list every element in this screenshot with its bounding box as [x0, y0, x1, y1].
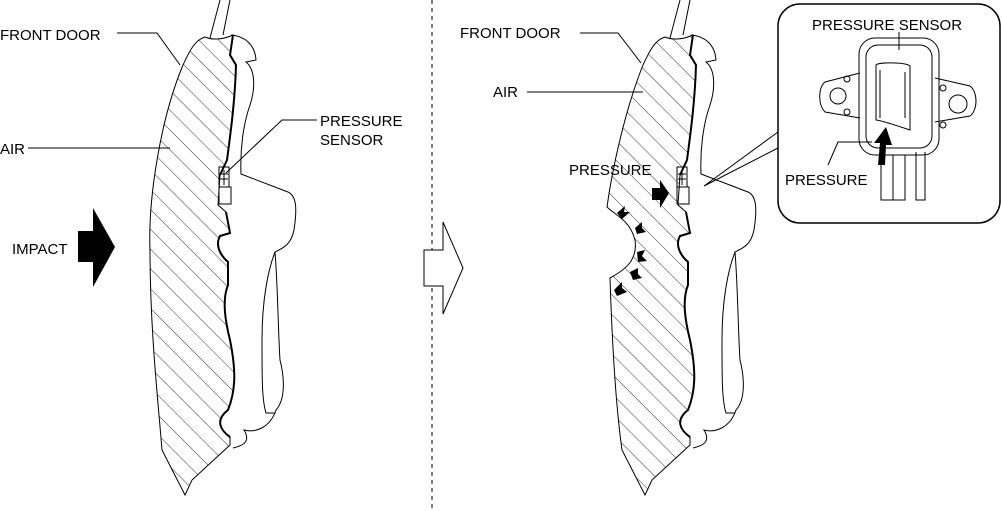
air-label: AIR: [0, 141, 25, 158]
front-door-leader: [580, 32, 642, 64]
door-inner-edge: [217, 34, 238, 438]
door-pillar: [209, 0, 231, 39]
front-door-label: FRONT DOOR: [0, 27, 101, 44]
impact-arrow-icon: [78, 208, 115, 287]
pressure-sensor-small: [676, 166, 690, 205]
front-door-air-chamber: [149, 34, 237, 497]
inset-pressure-arrow-icon: [874, 127, 892, 165]
pressure-sensor-label-line1: PRESSURE: [320, 113, 403, 130]
pressure-sensor-label-line2: SENSOR: [320, 132, 384, 149]
inset-pressure-label: PRESSURE: [785, 172, 868, 189]
pressure-sensor-detail-icon: [819, 37, 977, 201]
door-trim-panel: [230, 34, 297, 449]
left-panel: FRONT DOOR AIR PRESSURE SENSOR IMPACT: [0, 0, 403, 497]
callout-pointer: [703, 131, 779, 187]
door-inner-edge: [677, 34, 698, 438]
inset-pressure-sensor-label: PRESSURE SENSOR: [812, 17, 962, 34]
door-pillar: [669, 0, 691, 39]
transition-arrow-icon: [423, 221, 464, 315]
pressure-sensor-small: [218, 166, 232, 205]
pressure-arrow-icon: [652, 180, 669, 208]
front-door-leader: [117, 32, 181, 66]
pressure-label: PRESSURE: [569, 162, 652, 179]
pressure-sensor-leader: [225, 119, 317, 174]
front-door-air-chamber: [606, 34, 697, 497]
air-label: AIR: [493, 84, 518, 101]
sensor-detail-inset: PRESSURE SENSOR PRESSURE: [777, 3, 1001, 224]
inset-pressure-leader: [827, 141, 872, 166]
door-trim-panel: [690, 34, 757, 449]
right-panel: FRONT DOOR AIR PRESSURE: [460, 0, 779, 497]
impact-label: IMPACT: [12, 241, 68, 258]
air-flow-arrows-icon: [614, 206, 647, 296]
front-door-label: FRONT DOOR: [460, 25, 561, 42]
